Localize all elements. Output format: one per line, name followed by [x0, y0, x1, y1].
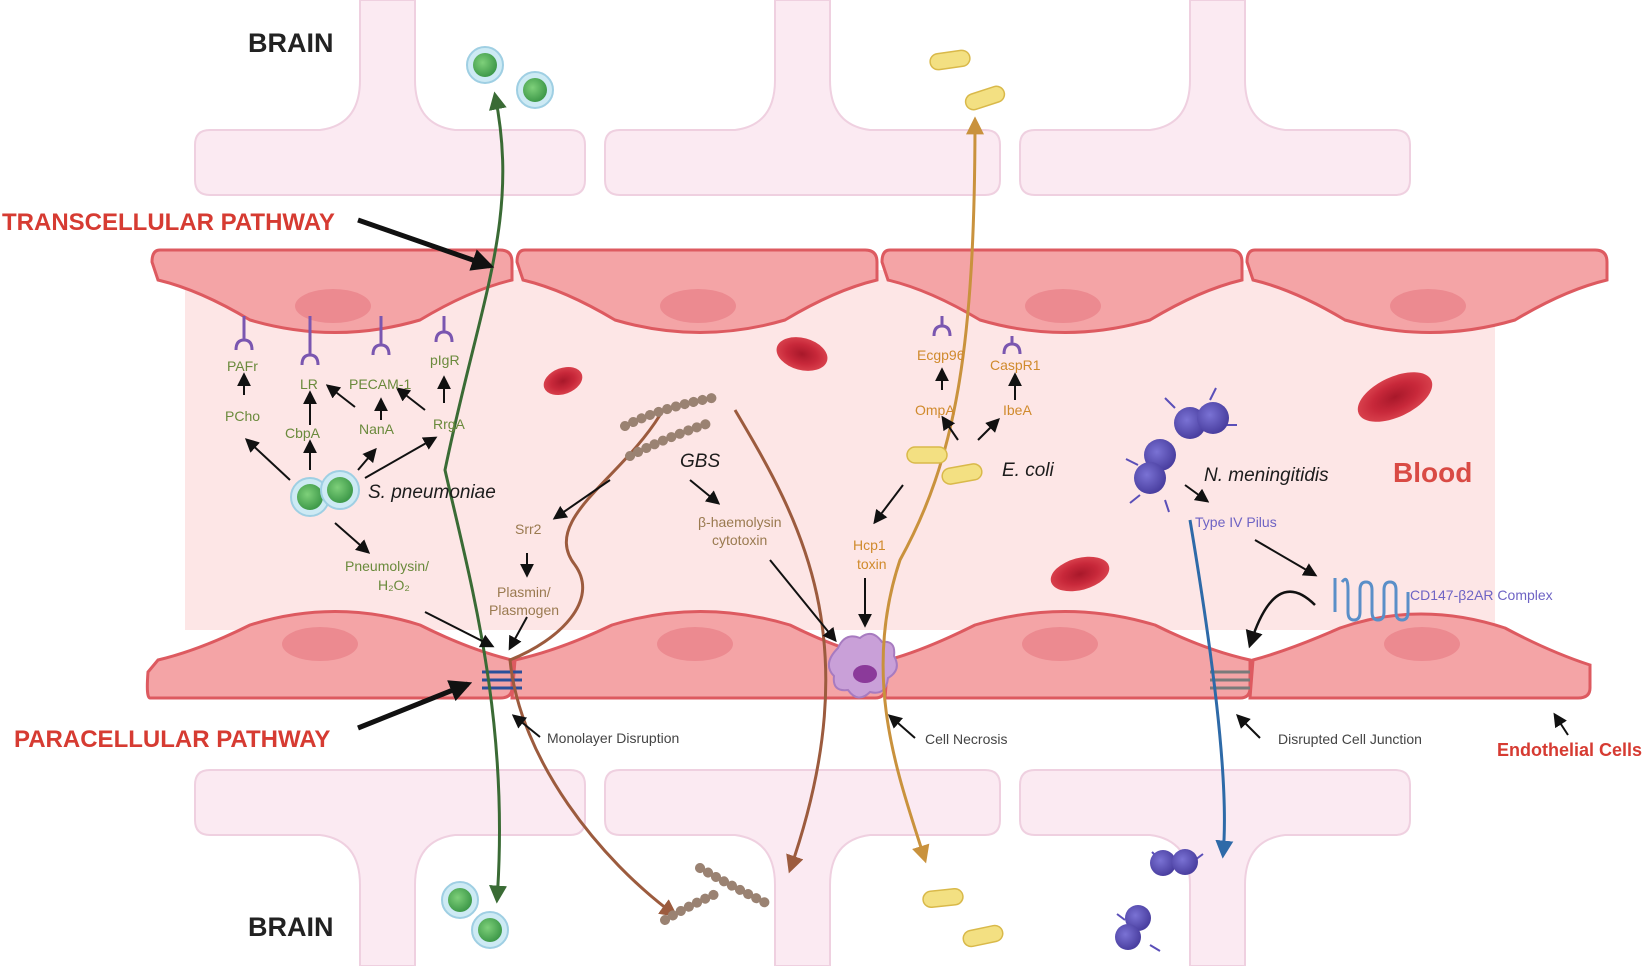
pathway-callout-arrows	[357, 217, 495, 731]
endothelial-cells-label: Endothelial Cells	[1497, 740, 1642, 760]
plasmogen-label: Plasmogen	[489, 602, 559, 618]
cytotoxin-label: cytotoxin	[712, 532, 767, 548]
h2o2-label: H₂O₂	[378, 577, 410, 593]
receptor-caspr1: CaspR1	[990, 357, 1041, 373]
e-coli-label: E. coli	[1002, 460, 1055, 481]
cd147-complex-label: CD147-β2AR Complex	[1410, 587, 1553, 603]
necrotic-cell	[827, 632, 898, 699]
ligand-ibea: IbeA	[1003, 402, 1032, 418]
n-meningitidis-label: N. meningitidis	[1204, 465, 1329, 486]
brain-tissue-bottom	[194, 769, 1411, 966]
n-meningitidis-cells	[1115, 387, 1237, 952]
ligand-cbpa: CbpA	[285, 425, 321, 441]
nuclei-bottom	[282, 627, 1460, 661]
disrupted-junction-label: Disrupted Cell Junction	[1278, 731, 1422, 747]
pathway-curves	[443, 91, 1234, 918]
brain-tissue-top	[194, 0, 1411, 196]
red-blood-cells	[543, 337, 1433, 592]
mechanism-arrows	[237, 367, 1569, 739]
cd147-complex-icon	[1333, 577, 1410, 622]
blood-label: Blood	[1393, 457, 1472, 488]
cell-necrosis-label: Cell Necrosis	[925, 731, 1007, 747]
curved-arrow	[1245, 590, 1316, 649]
type-iv-pilus-label: Type IV Pilus	[1195, 514, 1277, 530]
s-pneumoniae-cells	[290, 46, 554, 949]
disrupted-junction	[1210, 670, 1250, 690]
ligand-rrga: RrgA	[433, 416, 466, 432]
monolayer-disruption-label: Monolayer Disruption	[547, 730, 679, 746]
receptor-pafr: PAFr	[227, 358, 258, 374]
hcp1-label: Hcp1	[853, 537, 886, 553]
brain-label-top: BRAIN	[248, 28, 334, 58]
receptor-lr: LR	[300, 376, 318, 392]
haemolysin-label: β-haemolysin	[698, 514, 782, 530]
brain-label-bottom: BRAIN	[248, 912, 334, 942]
paracellular-pathway-label: PARACELLULAR PATHWAY	[14, 726, 330, 753]
plasmin-label: Plasmin/	[497, 584, 551, 600]
receptor-pecam: PECAM-1	[349, 376, 411, 392]
transcellular-pathway-label: TRANSCELLULAR PATHWAY	[2, 209, 335, 236]
toxin-label: toxin	[857, 556, 887, 572]
srr2-label: Srr2	[515, 521, 542, 537]
receptor-pigr: pIgR	[430, 352, 460, 368]
gbs-label: GBS	[680, 451, 720, 472]
gbs-chains	[620, 393, 775, 925]
receptor-ecgp96: Ecgp96	[917, 347, 965, 363]
ligand-nana: NanA	[359, 421, 395, 437]
s-pneumoniae-label: S. pneumoniae	[368, 482, 496, 503]
blood-lumen	[185, 270, 1495, 630]
pneumolysin-label: Pneumolysin/	[345, 558, 429, 574]
ligand-ompa: OmpA	[915, 402, 955, 418]
ligand-pcho: PCho	[225, 408, 260, 424]
nuclei-top	[295, 289, 1466, 323]
